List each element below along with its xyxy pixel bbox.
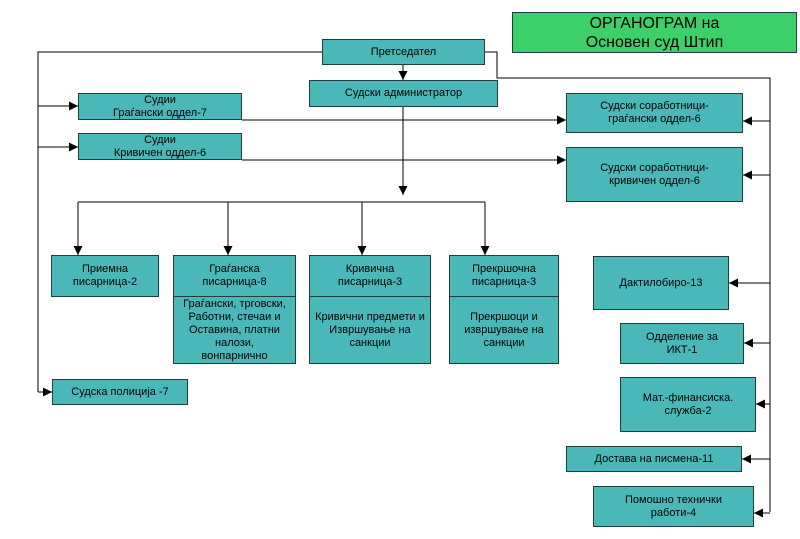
chart-title: ОРГАНОГРАМ на Основен суд Штип (512, 12, 797, 53)
registry-misdemeanor-header: Прекршочна писарница-3 (450, 256, 558, 297)
registry-misdemeanor-body: Прекршоци и извршување на санкции (464, 310, 544, 349)
node-ict-department: Одделение за ИКТ-1 (620, 323, 744, 364)
registry-civil-body: Граѓански, трговски, Работни, стечаи и О… (183, 297, 286, 362)
registry-civil-header: Граѓанска писарница-8 (174, 256, 295, 297)
node-judges-criminal: Судии Кривичен оддел-6 (78, 133, 242, 160)
node-registry-criminal: Кривична писарница-3 Кривични предмети и… (309, 255, 431, 364)
registry-criminal-body: Кривични предмети и Извршување на санкци… (315, 310, 425, 349)
node-registry-civil: Граѓанска писарница-8 Граѓански, трговск… (173, 255, 296, 364)
node-registry-reception: Приемна писарница-2 (51, 255, 159, 297)
node-president: Претседател (322, 39, 485, 65)
node-support-staff: Помошно технички работи-4 (593, 486, 754, 527)
registry-criminal-header: Кривична писарница-3 (310, 256, 430, 297)
node-administrator: Судски администратор (309, 80, 498, 107)
node-associates-civil: Судски соработници- граѓански оддел-6 (566, 93, 743, 133)
connector-president-left-spine (37, 51, 322, 392)
node-court-police: Судска полиција -7 (52, 379, 188, 405)
node-registry-misdemeanor: Прекршочна писарница-3 Прекршоци и изврш… (449, 255, 559, 364)
node-judges-civil: Судии Граѓански оддел-7 (78, 93, 242, 120)
node-finance-service: Мат.-финансиска. служба-2 (620, 377, 756, 432)
connector-president-right-spine (485, 51, 771, 512)
node-delivery: Достава на писмена-11 (566, 446, 742, 472)
node-associates-criminal: Судски соработници- кривичен оддел-6 (566, 147, 743, 202)
node-typing-office: Дактилобиро-13 (593, 256, 729, 310)
